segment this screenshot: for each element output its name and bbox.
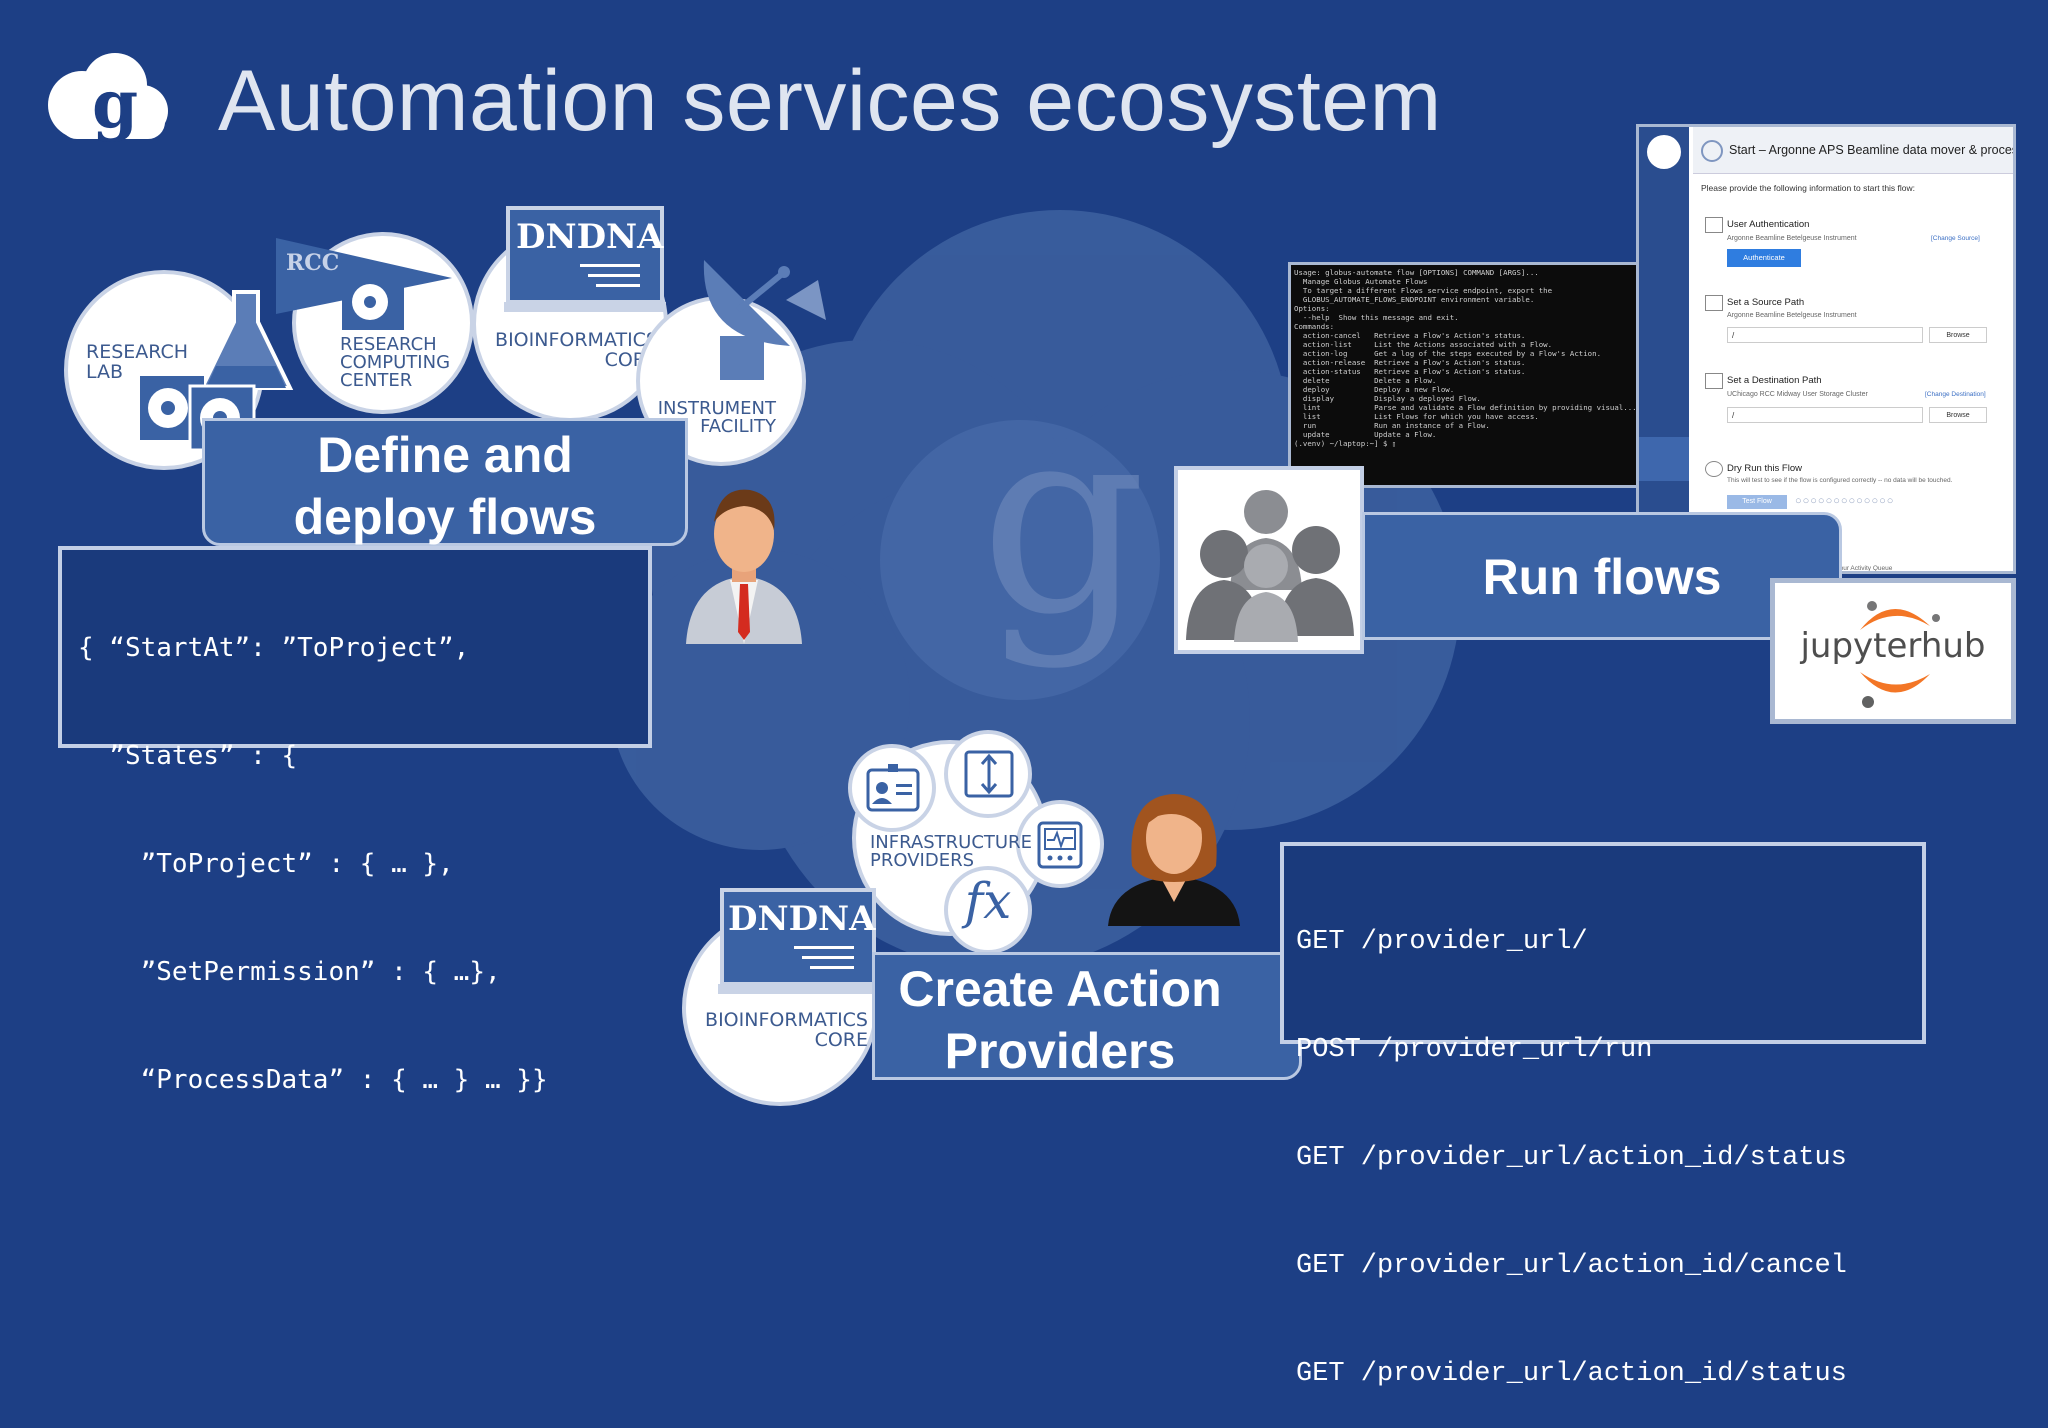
flow-definition-code: { “StartAt”: ”ToProject”, ”States” : { ”… [78,633,548,1095]
instrument-label: INSTRUMENT FACILITY [657,398,776,437]
web-ui-header [1693,127,2013,174]
web-ui-sidebar [1639,127,1689,571]
step-checkbox[interactable] [1705,373,1723,389]
instrument-monitor-icon [1037,821,1083,869]
jupyterhub-box [1770,578,2016,724]
bioinformatics-label: BIOINFORMATICS CORE [495,329,658,371]
create-action-providers-panel [872,952,1302,1080]
step-dest-title: Set a Destination Path [1727,375,1822,386]
web-ui-sidebar-active [1639,437,1689,481]
web-ui-title: Start – Argonne APS Beamline data mover … [1729,143,2016,157]
scientist-avatar-icon [686,489,802,644]
authenticate-button[interactable]: Authenticate [1727,249,1801,267]
flow-web-ui-window: Start – Argonne APS Beamline data mover … [1636,124,2016,574]
api-endpoints-code: GET /provider_url/ POST /provider_url/ru… [1296,927,1847,1389]
step-dry-run-title: Dry Run this Flow [1727,463,1802,474]
step-source-sub: Argonne Beamline Betelgeuse Instrument [1727,312,1857,319]
user-avatar-icon [1108,794,1240,926]
step-checkbox[interactable] [1705,295,1723,311]
destination-browse-button[interactable]: Browse [1929,407,1987,423]
svg-text:DNDNA: DNDNA [516,217,664,257]
jupyterhub-logo-icon [1860,601,1940,708]
source-path-input[interactable]: / [1727,327,1923,343]
create-action-providers-heading: Create Action Providers [898,961,1222,1079]
globus-cloud-logo-icon: g [48,53,168,143]
step-user-auth-title: User Authentication [1727,219,1810,230]
step-user-auth-sub: Argonne Beamline Betelgeuse Instrument [1727,235,1857,242]
jupyterhub-label: jupyterhub [1800,626,1986,666]
define-deploy-panel [202,418,688,546]
users-group-icon [1186,490,1354,642]
test-flow-button[interactable]: Test Flow [1727,495,1787,509]
change-source-link[interactable]: [Change Source] [1931,235,1980,242]
cli-terminal-text: Usage: globus-automate flow [OPTIONS] CO… [1294,268,1637,448]
laptop-dna-icon: DNDNA [504,206,666,312]
destination-path-input[interactable]: / [1727,407,1923,423]
step-source-title: Set a Source Path [1727,297,1805,308]
infra-storage-circle [944,730,1032,818]
svg-text:g: g [980,370,1146,672]
step-dry-run-sub: This will test to see if the flow is con… [1727,477,1953,484]
web-ui-footer: ...it in your Activity Queue [1819,565,1893,572]
cli-terminal-window [1288,262,1648,488]
svg-text:DNDNA: DNDNA [728,899,876,939]
satellite-dish-icon [703,260,826,380]
research-lab-label: RESEARCH LAB [86,341,189,383]
slide-title: Automation services ecosystem [218,53,1442,149]
storage-transfer-icon [964,750,1014,798]
flow-definition-code-box [58,546,652,748]
dry-run-icon [1705,461,1723,477]
run-flows-panel [1362,512,1842,640]
web-ui-intro: Please provide the following information… [1701,183,1916,193]
change-destination-link[interactable]: [Change Destination] [1925,391,1986,398]
progress-dots-icon: ○○○○○○○○○○○○○ [1795,495,1895,507]
rcc-badge: RCC [286,250,340,276]
bioinformatics-label-bottom: BIOINFORMATICS CORE [705,1009,868,1051]
svg-text:g: g [92,65,138,143]
step-dest-sub: UChicago RCC Midway User Storage Cluster [1727,391,1868,398]
source-browse-button[interactable]: Browse [1929,327,1987,343]
id-card-icon [866,764,920,812]
laptop-dna-icon: DNDNA [718,888,878,994]
infra-id-card-circle [848,744,936,832]
function-fx-icon: fx [964,872,1012,930]
rcc-label: RESEARCH COMPUTING CENTER [340,334,451,391]
infrastructure-label: INFRASTRUCTURE PROVIDERS [870,832,1032,871]
define-deploy-heading: Define and deploy flows [293,427,597,545]
web-ui-logo-icon [1647,135,1681,169]
api-endpoints-code-box [1280,842,1926,1044]
disk-icon [342,274,404,330]
flow-icon [1701,140,1723,162]
flask-icon [198,290,294,390]
step-checkbox[interactable] [1705,217,1723,233]
run-flows-heading: Run flows [1482,549,1722,605]
